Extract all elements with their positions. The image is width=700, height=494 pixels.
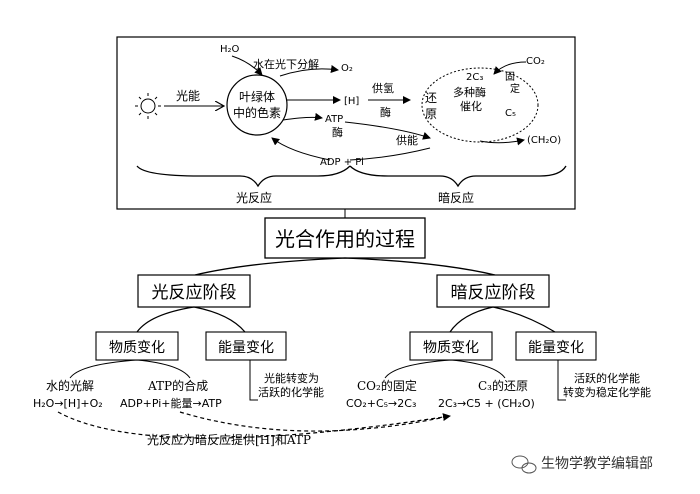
title-box [264, 217, 426, 259]
light-energy-text: 能量变化 [218, 340, 274, 356]
dark-brace [349, 165, 567, 188]
dark-energy-desc-2: 转变为稳定化学能 [563, 385, 651, 399]
top-frame [116, 36, 576, 210]
chlorophyll-label-1: 叶绿体 [239, 89, 275, 104]
dark-reaction-label: 暗反应 [438, 190, 474, 205]
dark-energy-text: 能量变化 [528, 340, 584, 356]
supply-h-label-2: 酶 [380, 106, 391, 119]
o2-arrow [279, 65, 339, 77]
adp-return-1 [349, 147, 431, 161]
to-atp-arrow [282, 112, 323, 121]
dark-energy-box [515, 331, 597, 361]
reduce-label-1: 还 [425, 91, 437, 105]
light-substance-box [95, 331, 179, 361]
atp-label: ATP [325, 114, 343, 125]
sun-icon [135, 93, 161, 119]
light-energy-bracket [249, 360, 258, 401]
dark-substance-branch [384, 359, 506, 379]
light-energy-label: 光能 [176, 89, 200, 103]
supply-energy-arrow [344, 121, 431, 140]
light-brace [136, 165, 351, 188]
light-stage-branch [136, 306, 246, 333]
link-arrow-2 [179, 411, 451, 432]
ch2o-arrow [479, 137, 525, 146]
fix-label-2: 定 [510, 82, 520, 95]
co2-eq-text: CO₂+C₅→2C₃ [346, 397, 416, 410]
light-substance-branch [69, 359, 191, 379]
water-split-label: 水在光下分解 [253, 57, 319, 71]
light-substance-text: 物质变化 [109, 340, 165, 356]
enzyme-left-label: 酶 [332, 126, 343, 139]
title-to-stages [194, 257, 496, 276]
supply-energy-label: 供能 [396, 133, 418, 147]
multi-enzyme-label-1: 多种酶 [453, 85, 486, 99]
dark-substance-text: 物质变化 [423, 340, 479, 356]
dark-energy-desc-1: 活跃的化学能 [574, 371, 640, 385]
adp-return-2 [271, 137, 331, 161]
atp-eq-text: ADP+Pi+能量→ATP [120, 396, 222, 410]
light-energy-desc-1: 光能转变为 [264, 371, 319, 385]
two-c3-label: 2C₃ [466, 72, 483, 83]
dark-stage-branch [449, 306, 556, 333]
chlorophyll-circle [226, 74, 288, 136]
wechat-icon [511, 455, 537, 474]
co2-arrow [493, 61, 527, 75]
ch2o-label: (CH₂O) [527, 135, 561, 146]
watermark-text: 生物学教学编辑部 [541, 456, 653, 472]
reduce-label-2: 原 [425, 107, 437, 121]
title-text: 光合作用的过程 [275, 227, 415, 251]
dark-stage-box [436, 274, 550, 308]
light-stage-text: 光反应阶段 [152, 283, 237, 303]
h2o-arrow [231, 55, 263, 76]
light-energy-desc-2: 活跃的化学能 [258, 385, 324, 399]
atp-synthesis-text: ATP的合成 [147, 378, 208, 393]
h2o-label: H₂O [220, 44, 240, 55]
light-stage-box [137, 274, 251, 308]
multi-enzyme-label-2: 催化 [460, 99, 482, 113]
chlorophyll-label-2: 中的色素 [233, 105, 281, 120]
h-label: [H] [344, 96, 359, 107]
calvin-cycle [421, 67, 539, 143]
dark-energy-bracket [557, 360, 566, 401]
adp-pi-label: ADP + Pi [320, 157, 364, 168]
c3-eq-text: 2C₃→C5 + (CH₂O) [438, 397, 535, 410]
link-arrow-1 [57, 411, 451, 439]
light-energy-box [205, 331, 287, 361]
dark-substance-box [409, 331, 493, 361]
dark-stage-text: 暗反应阶段 [451, 283, 536, 303]
co2-label: CO₂ [526, 56, 545, 67]
co2-fixation-text: CO₂的固定 [357, 378, 417, 393]
o2-label: O₂ [341, 63, 353, 74]
water-eq-text: H₂O→[H]+O₂ [33, 397, 103, 410]
c5-label: C₅ [505, 108, 516, 119]
link-note-text: 光反应为暗反应提供[H]和ATP [147, 432, 311, 447]
supply-h-label-1: 供氢 [372, 81, 394, 95]
c3-reduction-text: C₃的还原 [478, 378, 528, 393]
water-photolysis-text: 水的光解 [46, 378, 94, 393]
fix-label-1: 固 [505, 71, 515, 83]
light-reaction-label: 光反应 [236, 190, 272, 205]
